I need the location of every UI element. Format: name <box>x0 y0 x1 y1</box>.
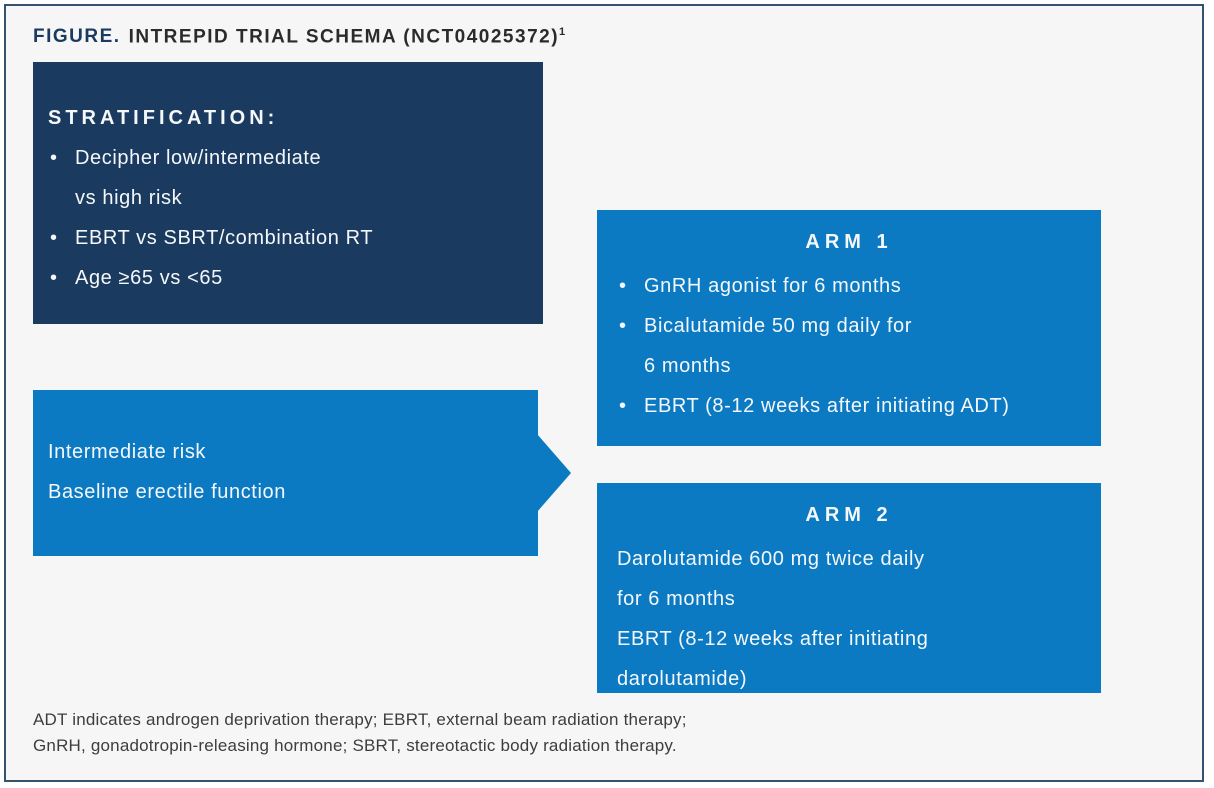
cohort-box: Intermediate risk Baseline erectile func… <box>33 390 571 556</box>
arm2-box: ARM 2 Darolutamide 600 mg twice daily fo… <box>597 483 1101 693</box>
arm1-box: ARM 1 GnRH agonist for 6 months Bicaluta… <box>597 210 1101 446</box>
stratification-list: Decipher low/intermediate vs high risk E… <box>48 138 527 298</box>
arm2-description: Darolutamide 600 mg twice daily for 6 mo… <box>617 548 929 690</box>
randomization-arrow-icon <box>537 434 571 512</box>
arm1-item-bicalutamide: Bicalutamide 50 mg daily for 6 months <box>617 306 1081 386</box>
stratification-item-age: Age ≥65 vs <65 <box>48 258 527 298</box>
stratification-item-rt-modality: EBRT vs SBRT/combination RT <box>48 218 527 258</box>
figure-panel: FIGURE. INTREPID TRIAL SCHEMA (NCT0402537… <box>4 4 1204 782</box>
figure-title-reference: 1 <box>559 26 566 38</box>
arm2-heading: ARM 2 <box>805 504 893 526</box>
figure-title-text: INTREPID TRIAL SCHEMA (NCT04025372) <box>128 26 560 48</box>
arm1-item-gnrh: GnRH agonist for 6 months <box>617 266 1081 306</box>
figure-title: FIGURE. INTREPID TRIAL SCHEMA (NCT0402537… <box>33 26 565 48</box>
figure-label: FIGURE. <box>33 26 121 48</box>
arm1-item-ebrt: EBRT (8-12 weeks after initiating ADT) <box>617 386 1081 426</box>
arm1-heading: ARM 1 <box>805 231 893 253</box>
stratification-item-decipher: Decipher low/intermediate vs high risk <box>48 138 527 218</box>
stratification-box: STRATIFICATION: Decipher low/intermediat… <box>33 62 543 324</box>
stratification-heading: STRATIFICATION: <box>48 107 279 129</box>
arm1-list: GnRH agonist for 6 months Bicalutamide 5… <box>617 266 1081 426</box>
cohort-description: Intermediate risk Baseline erectile func… <box>48 441 286 503</box>
abbreviation-footnote: ADT indicates androgen deprivation thera… <box>33 710 687 755</box>
